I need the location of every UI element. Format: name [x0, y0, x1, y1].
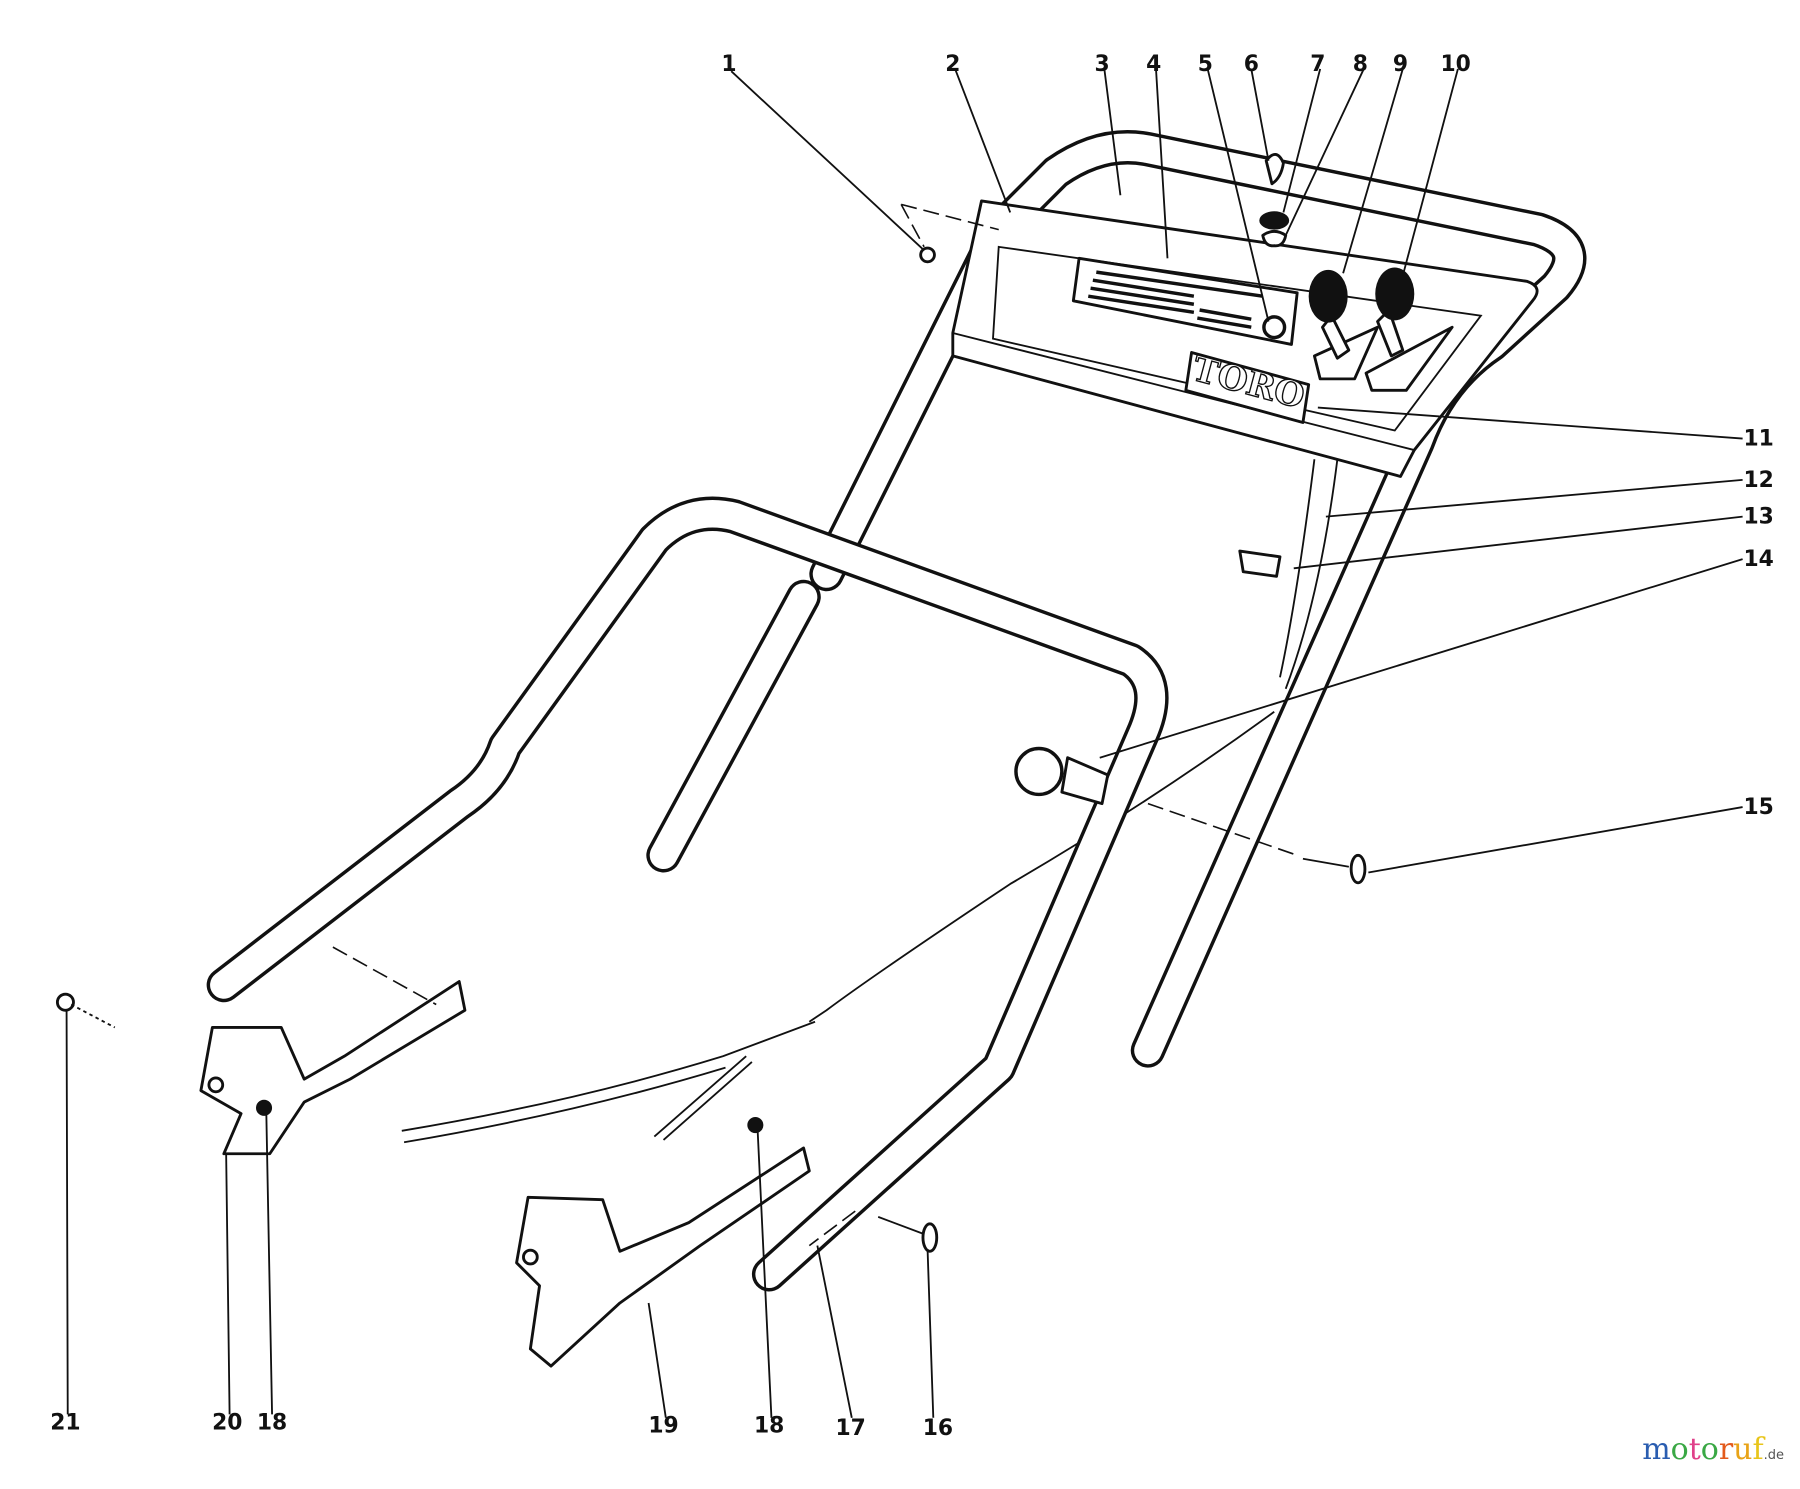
callout-14: 14: [1744, 547, 1774, 572]
callout-3: 3: [1094, 52, 1109, 77]
screw: [919, 246, 936, 264]
watermark-logo: motoruf.de: [1642, 1432, 1784, 1467]
handle-knob: [1014, 746, 1110, 806]
callout-16: 16: [923, 1416, 953, 1441]
throttle-lever: [1308, 269, 1379, 381]
choke-lever: [1364, 267, 1454, 392]
callout-17: 17: [835, 1416, 865, 1441]
nut: [747, 1117, 764, 1134]
callout-12: 12: [1744, 468, 1774, 493]
callout-20: 20: [212, 1410, 242, 1435]
callout-1: 1: [721, 52, 736, 77]
key: [1259, 153, 1290, 248]
callout-7: 7: [1310, 52, 1325, 77]
callout-10: 10: [1440, 52, 1470, 77]
instruction-decal: [1071, 256, 1299, 346]
watermark-text: motoruf: [1642, 1432, 1764, 1467]
ignition-switch: [1262, 315, 1287, 340]
callout-15: 15: [1744, 795, 1774, 820]
callout-8: 8: [1353, 52, 1368, 77]
callout-19: 19: [648, 1414, 678, 1439]
nut: [255, 1099, 273, 1116]
bolt: [55, 992, 116, 1029]
callout-6: 6: [1244, 52, 1259, 77]
callout-5: 5: [1198, 52, 1213, 77]
callout-11: 11: [1744, 426, 1774, 451]
carriage-bolt: [877, 1216, 939, 1253]
control-cable: [1279, 459, 1316, 678]
callout-18: 18: [754, 1414, 784, 1439]
left-handle-bracket: [199, 980, 467, 1156]
right-handle-bracket: [515, 1146, 811, 1368]
cable-clip: [1238, 549, 1282, 578]
carriage-bolt: [1302, 853, 1367, 885]
callout-9: 9: [1393, 52, 1408, 77]
lower-handle: [206, 496, 1169, 1292]
callout-2: 2: [945, 52, 960, 77]
callout-18-left: 18: [257, 1410, 287, 1435]
watermark-suffix: .de: [1763, 1448, 1784, 1463]
cable: [808, 711, 1275, 1023]
callout-13: 13: [1744, 505, 1774, 530]
leader-lines: [65, 68, 1743, 1418]
callout-4: 4: [1146, 52, 1161, 77]
control-panel: TORO: [951, 153, 1539, 478]
callout-21: 21: [50, 1410, 80, 1435]
